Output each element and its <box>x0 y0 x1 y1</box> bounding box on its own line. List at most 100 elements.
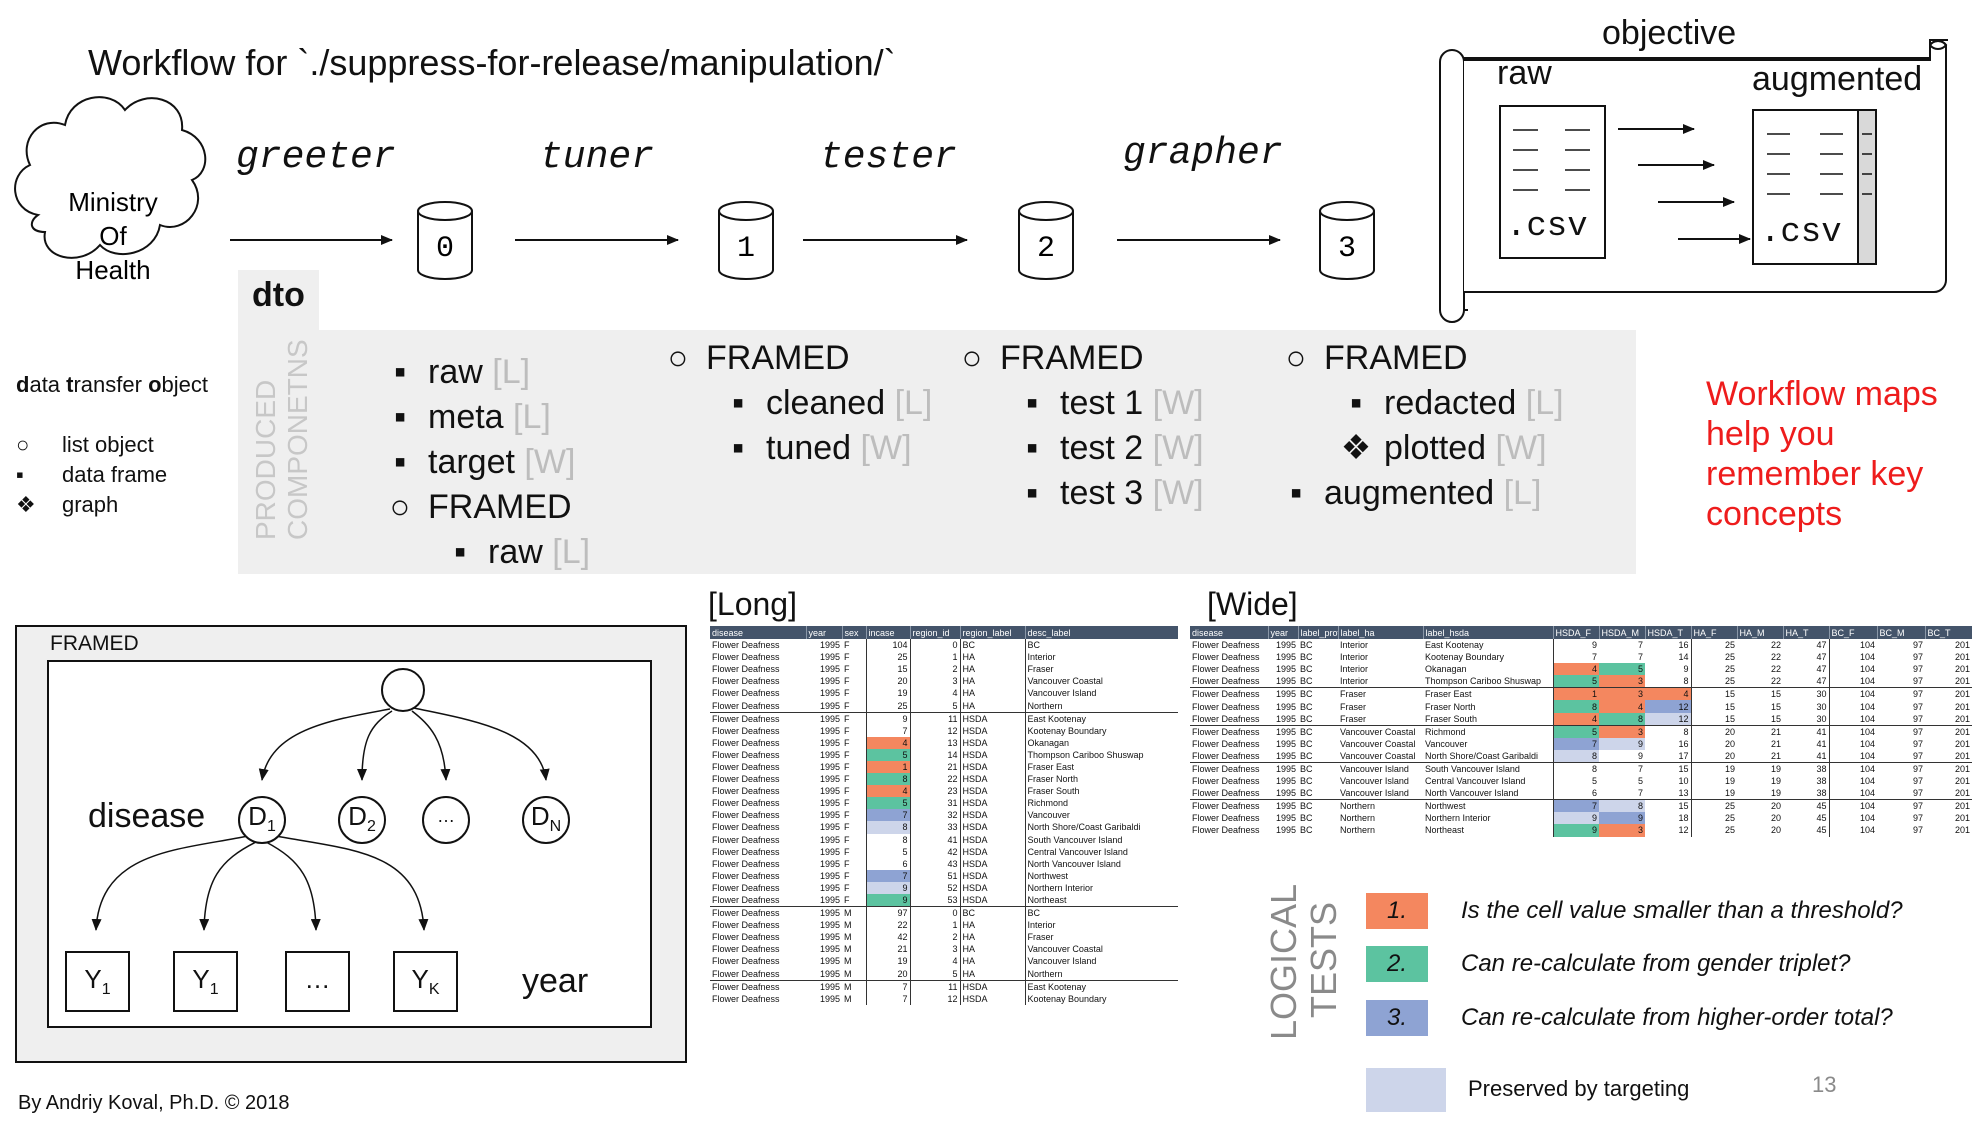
table-cell: 104 <box>865 639 910 652</box>
framed-label: FRAMED <box>50 632 139 655</box>
table-cell: Flower Deafness <box>1190 687 1268 701</box>
table-cell: 47 <box>1816 676 1827 687</box>
table-cell: 5 <box>865 748 910 761</box>
test-2-swatch: 2. <box>1366 946 1428 982</box>
table-cell: 47 <box>1816 652 1827 663</box>
table-cell: BC <box>1300 750 1313 761</box>
table-cell: F <box>844 664 850 675</box>
table-cell: HA <box>959 663 1025 676</box>
table-cell: 1995 <box>1275 825 1296 836</box>
table-cell: 1995 <box>819 749 840 760</box>
table-cell: 8 <box>865 833 910 846</box>
table-cell: Flower Deafness <box>712 652 780 663</box>
table-cell: 1995 <box>806 711 842 725</box>
table-cell: 9 <box>1552 812 1599 825</box>
table-cell: Kootenay Boundary <box>1024 992 1178 1005</box>
table-cell: 23 <box>909 785 960 798</box>
objective-raw-label: raw <box>1497 54 1552 92</box>
table-cell: M <box>844 993 852 1004</box>
y-node-2-label: Y1 <box>192 964 219 999</box>
dataset-1-icon <box>718 201 774 280</box>
table-cell: 21 <box>1770 738 1781 749</box>
table-cell: Fraser North <box>1425 701 1476 712</box>
table-cell: 25 <box>1690 663 1737 676</box>
table-cell: 9 <box>865 893 910 907</box>
table-cell: 20 <box>1690 737 1737 750</box>
column-header: HA_F <box>1691 626 1738 639</box>
table-cell: 104 <box>1828 675 1877 688</box>
table-cell: Northeast <box>1425 825 1465 836</box>
table-cell: BC <box>1298 799 1338 813</box>
column-header: label_ha <box>1338 626 1424 639</box>
y-node-3 <box>285 951 350 1012</box>
table-cell: 19 <box>1737 761 1783 776</box>
table-cell: Okanagan <box>1024 736 1178 749</box>
table-cell: 9 <box>1552 639 1599 652</box>
table-cell: 5 <box>1637 776 1643 787</box>
table-cell: 14 <box>909 748 960 761</box>
y-node-3-label: … <box>304 964 331 994</box>
table-cell: 201 <box>1925 687 1972 701</box>
table-cell: 201 <box>1954 813 1970 824</box>
table-cell: BC <box>959 639 1025 652</box>
augmented-column-icon <box>1857 109 1877 265</box>
table-cell: Flower Deafness <box>1192 701 1260 712</box>
table-cell: Flower Deafness <box>1192 676 1260 687</box>
table-cell: HA <box>959 967 1025 981</box>
table-cell: Flower Deafness <box>1192 776 1260 787</box>
test-3-text: Can re-calculate from higher-order total… <box>1461 1004 1893 1031</box>
dto-item: ▪augmented [L] <box>1289 474 1542 512</box>
stage-greeter: greeter <box>236 136 396 179</box>
d-node-4-label: DN <box>530 801 562 836</box>
table-cell: 1995 <box>1275 750 1296 761</box>
table-cell: East Kootenay <box>1425 640 1484 651</box>
table-cell: 201 <box>1954 701 1970 712</box>
table-cell: 104 <box>1828 775 1877 788</box>
table-cell: Flower Deafness <box>712 858 780 869</box>
table-cell: HSDA <box>959 893 1025 907</box>
table-cell: 25 <box>865 651 910 664</box>
logical-label-2: TESTS <box>1303 901 1344 1018</box>
table-cell: 1 <box>909 919 960 932</box>
table-cell: Flower Deafness <box>712 846 780 857</box>
table-cell: 1995 <box>819 737 840 748</box>
table-cell: 2 <box>909 931 960 944</box>
table-cell: 20 <box>1770 813 1781 824</box>
table-cell: Flower Deafness <box>712 774 780 785</box>
table-cell: HSDA <box>959 845 1025 858</box>
augmented-csv-lines <box>1767 133 1872 195</box>
table-cell: Flower Deafness <box>712 870 780 881</box>
dto-side-label-2: COMPONETNS <box>282 339 313 540</box>
page-number: 13 <box>1812 1072 1837 1097</box>
table-cell: 1995 <box>819 688 840 699</box>
table-cell: Flower Deafness <box>712 664 780 675</box>
table-cell: Vancouver Coastal <box>1340 750 1416 761</box>
table-cell: Flower Deafness <box>712 968 780 979</box>
table-cell: 19 <box>1690 787 1737 800</box>
table-cell: Flower Deafness <box>712 810 780 821</box>
table-cell: Flower Deafness <box>712 932 780 943</box>
stage-tester: tester <box>820 136 957 179</box>
table-cell: Fraser South <box>1425 713 1478 724</box>
test-2-text: Can re-calculate from gender triplet? <box>1461 950 1851 977</box>
table-cell: 12 <box>909 724 960 737</box>
table-cell: 1995 <box>819 846 840 857</box>
table-cell: 45 <box>1816 825 1827 836</box>
table-cell: Flower Deafness <box>712 822 780 833</box>
table-cell: 15 <box>865 663 910 676</box>
table-cell: 7 <box>1637 652 1643 663</box>
table-cell: 15 <box>1690 712 1737 726</box>
column-header: BC_F <box>1829 626 1878 639</box>
